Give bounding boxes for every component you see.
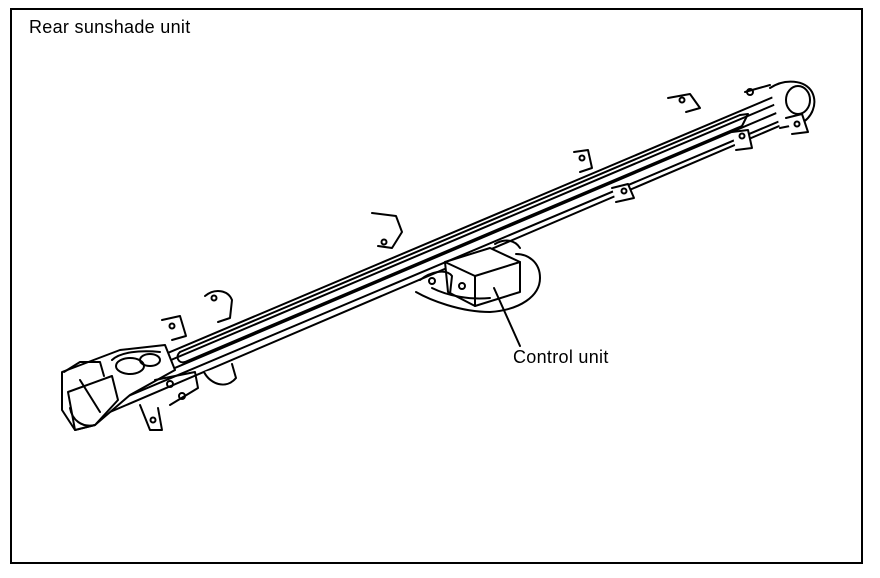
mounting-bracket — [139, 404, 163, 431]
control-unit-label: Control unit — [513, 347, 609, 367]
sunshade-rail — [91, 89, 813, 413]
mounting-bracket — [161, 315, 187, 341]
control-unit-leader-line — [493, 287, 521, 347]
mounting-bracket — [204, 290, 233, 323]
mounting-bracket — [731, 129, 753, 151]
mounting-bracket — [785, 113, 809, 135]
mounting-bracket — [611, 183, 635, 203]
mounting-bracket — [203, 363, 237, 386]
mounting-bracket — [667, 93, 701, 113]
diagram-frame — [10, 8, 863, 564]
mounting-bracket — [371, 212, 403, 249]
control-unit — [415, 239, 541, 313]
mounting-bracket — [573, 149, 593, 173]
diagram-title: Rear sunshade unit — [29, 17, 191, 37]
motor-assembly-left — [61, 344, 199, 431]
